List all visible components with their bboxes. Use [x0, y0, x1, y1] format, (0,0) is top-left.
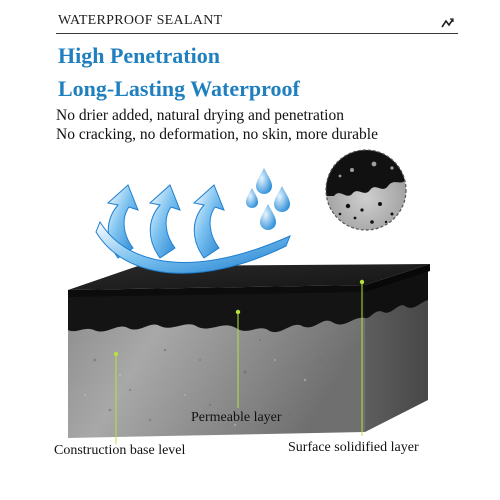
feature-line-drying: No drier added, natural drying and penet…	[56, 107, 344, 124]
evaporation-arrows-icon	[95, 184, 291, 274]
callout-leaders	[113, 279, 365, 444]
feature-line-durable: No cracking, no deformation, no skin, mo…	[56, 126, 378, 143]
header-label: WATERPROOF SEALANT	[58, 13, 223, 28]
water-drops-icon	[246, 168, 290, 230]
callout-surface-layer: Surface solidified layer	[288, 440, 419, 455]
callout-construction-base: Construction base level	[54, 443, 186, 458]
zigzag-icon	[441, 18, 454, 28]
header-rule	[56, 33, 458, 34]
penetration-detail-icon	[325, 149, 407, 231]
headline-long-lasting: Long-Lasting Waterproof	[58, 76, 300, 101]
callout-permeable-layer: Permeable layer	[191, 410, 282, 425]
permeable-layer	[68, 270, 428, 333]
headline-high-penetration: High Penetration	[58, 43, 220, 68]
